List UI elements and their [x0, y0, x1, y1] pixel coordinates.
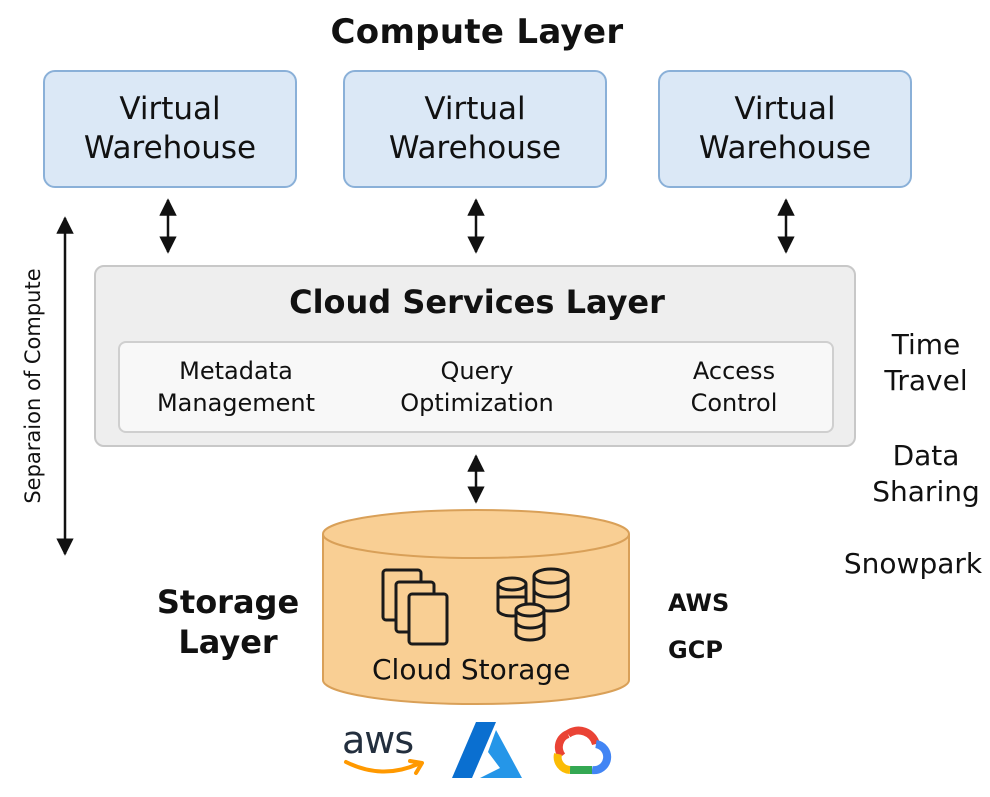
- service-metadata-management: Metadata Management: [156, 357, 316, 417]
- warehouse-label-line1: Virtual: [119, 91, 221, 127]
- cloud-storage-label: Cloud Storage: [372, 653, 571, 686]
- virtual-warehouse-1: Virtual Warehouse: [43, 70, 297, 188]
- cloud-services-layer: Cloud Services Layer Metadata Management…: [94, 265, 856, 447]
- feature-time-travel: Time Travel: [884, 328, 968, 397]
- warehouse-label-line1: Virtual: [424, 91, 526, 127]
- aws-smile-icon: [344, 759, 424, 775]
- feature-snowpark: Snowpark: [843, 547, 983, 580]
- virtual-warehouse-3: Virtual Warehouse: [658, 70, 912, 188]
- cloud-services-title: Cloud Services Layer: [289, 283, 665, 321]
- provider-gcp-label: GCP: [668, 636, 723, 664]
- service-access-control: Access Control: [690, 357, 778, 417]
- warehouse-label-line2: Warehouse: [388, 130, 562, 166]
- feature-data-sharing: Data Sharing: [872, 439, 980, 508]
- provider-aws-label: AWS: [668, 589, 730, 617]
- google-cloud-logo-icon: [553, 726, 612, 775]
- service-query-optimization: Query Optimization: [400, 357, 554, 417]
- virtual-warehouse-2: Virtual Warehouse: [343, 70, 607, 188]
- warehouse-label-line1: Virtual: [734, 91, 836, 127]
- compute-layer-title: Compute Layer: [330, 12, 624, 52]
- services-panel: Metadata Management Query Optimization A…: [118, 341, 834, 433]
- database-icon: [496, 567, 570, 642]
- documents-icon: [381, 568, 449, 646]
- warehouse-label-line2: Warehouse: [698, 130, 872, 166]
- azure-logo-icon: [452, 722, 522, 778]
- aws-logo: aws: [342, 718, 432, 780]
- storage-layer-title: Storage Layer: [156, 583, 300, 661]
- warehouse-label-line2: Warehouse: [83, 130, 257, 166]
